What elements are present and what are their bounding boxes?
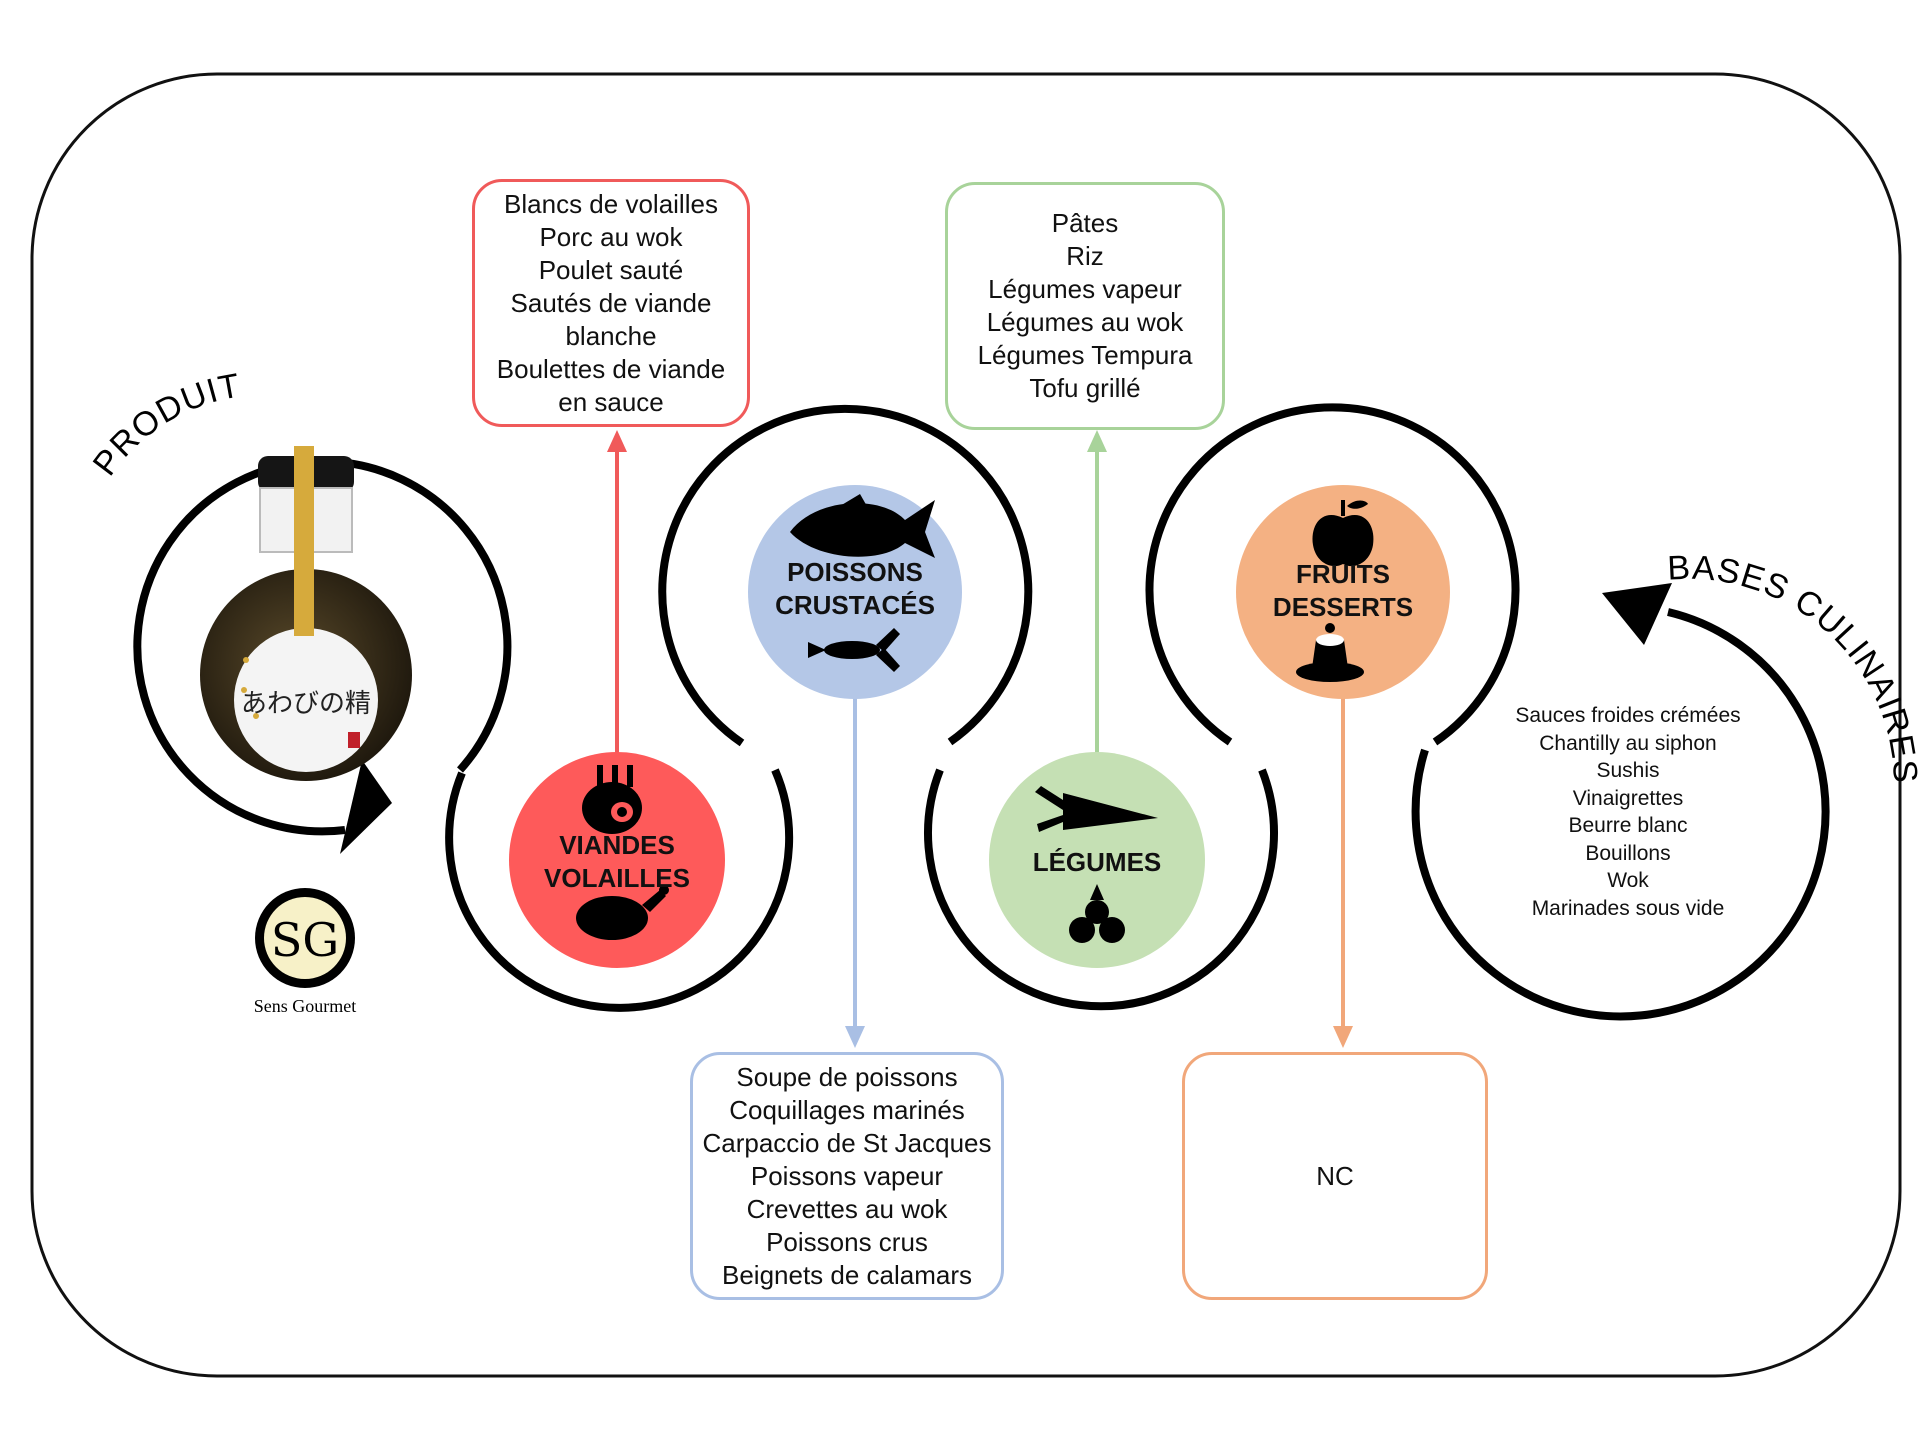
radish-icon — [1069, 884, 1125, 943]
dessert-icon — [1296, 623, 1364, 682]
bases-item: Chantilly au siphon — [1539, 731, 1717, 755]
connector-poissons — [845, 695, 865, 1048]
label-legumes-line1: LÉGUMES — [1032, 847, 1162, 877]
usage-box-poissons: Soupe de poissons Coquillages marinés Ca… — [690, 1052, 1004, 1300]
circle-fruits — [1236, 485, 1450, 699]
usage-item: en sauce — [558, 386, 664, 417]
usage-item: Soupe de poissons — [736, 1061, 958, 1092]
usage-item: Poissons crus — [766, 1226, 928, 1257]
usage-item: Tofu grillé — [1029, 373, 1141, 403]
label-poissons-line2: CRUSTACÉS — [775, 590, 935, 620]
usage-item: Poissons vapeur — [750, 1160, 944, 1191]
brand-name: Sens Gourmet — [254, 996, 357, 1016]
wave-track — [445, 403, 1520, 1012]
usage-item: Coquillages marinés — [729, 1094, 965, 1125]
label-fruits-line2: DESSERTS — [1272, 592, 1414, 622]
usage-item: Poulet sauté — [538, 254, 684, 285]
usage-box-fruits: NC — [1182, 1052, 1488, 1300]
carrot-icon — [1035, 786, 1158, 832]
label-viandes-line1: VIANDES — [559, 830, 675, 860]
lobster-icon — [808, 628, 900, 672]
bases-culinaires-list: Sauces froides crémées Chantilly au siph… — [1478, 702, 1778, 922]
label-fruits: FRUITS DESSERTS — [1243, 558, 1443, 624]
usage-item: Boulettes de viande — [496, 353, 726, 384]
circle-legumes — [989, 752, 1205, 968]
usage-item: Beignets de calamars — [721, 1259, 973, 1290]
bases-item: Vinaigrettes — [1572, 786, 1684, 810]
apple-icon — [1312, 500, 1374, 567]
bases-arrowhead — [1602, 583, 1672, 645]
label-poissons-line1: POISSONS — [787, 557, 923, 587]
bases-item: Sauces froides crémées — [1515, 704, 1741, 727]
bottle-label: あわびの精 — [241, 689, 371, 719]
usage-item: Pâtes — [1051, 208, 1119, 238]
connector-fruits — [1333, 695, 1353, 1048]
label-viandes: VIANDES VOLAILLES — [517, 829, 717, 895]
produit-label: PRODUIT — [86, 367, 244, 483]
bases-item: Bouillons — [1585, 841, 1671, 865]
fish-icon — [790, 494, 935, 558]
meat-rack-icon — [582, 765, 642, 834]
usage-item: NC — [1316, 1160, 1354, 1191]
label-legumes: LÉGUMES — [997, 846, 1197, 879]
label-fruits-line1: FRUITS — [1296, 559, 1390, 589]
usage-item: blanche — [565, 320, 657, 351]
usage-item: Légumes vapeur — [988, 274, 1182, 304]
produit-arrowhead — [340, 760, 392, 854]
bases-item: Beurre blanc — [1568, 814, 1688, 837]
bases-item: Wok — [1607, 869, 1649, 892]
brand-logo: SG — [255, 888, 355, 988]
usage-box-legumes: Pâtes Riz Légumes vapeur Légumes au wok … — [945, 182, 1225, 430]
logo-monogram: SG — [271, 913, 339, 967]
bases-item: Sushis — [1596, 759, 1660, 782]
connector-viandes — [607, 430, 627, 760]
label-poissons: POISSONS CRUSTACÉS — [745, 556, 965, 622]
usage-item: Porc au wok — [539, 221, 683, 252]
bases-item: Marinades sous vide — [1531, 896, 1725, 920]
usage-item: Légumes au wok — [986, 307, 1184, 337]
usage-item: Crevettes au wok — [746, 1193, 948, 1224]
usage-item: Carpaccio de St Jacques — [702, 1127, 992, 1158]
circle-viandes — [509, 752, 725, 968]
usage-item: Riz — [1066, 241, 1104, 271]
usage-item: Légumes Tempura — [977, 340, 1193, 370]
usage-box-viandes: Blancs de volailles Porc au wok Poulet s… — [472, 179, 750, 427]
label-viandes-line2: VOLAILLES — [544, 863, 690, 893]
usage-item: Blancs de volailles — [504, 188, 718, 219]
product-bottle — [200, 446, 412, 781]
roast-chicken-icon — [576, 885, 669, 940]
usage-item: Sautés de viande — [510, 287, 712, 318]
outer-frame — [30, 72, 1902, 1378]
connector-legumes — [1087, 430, 1107, 755]
